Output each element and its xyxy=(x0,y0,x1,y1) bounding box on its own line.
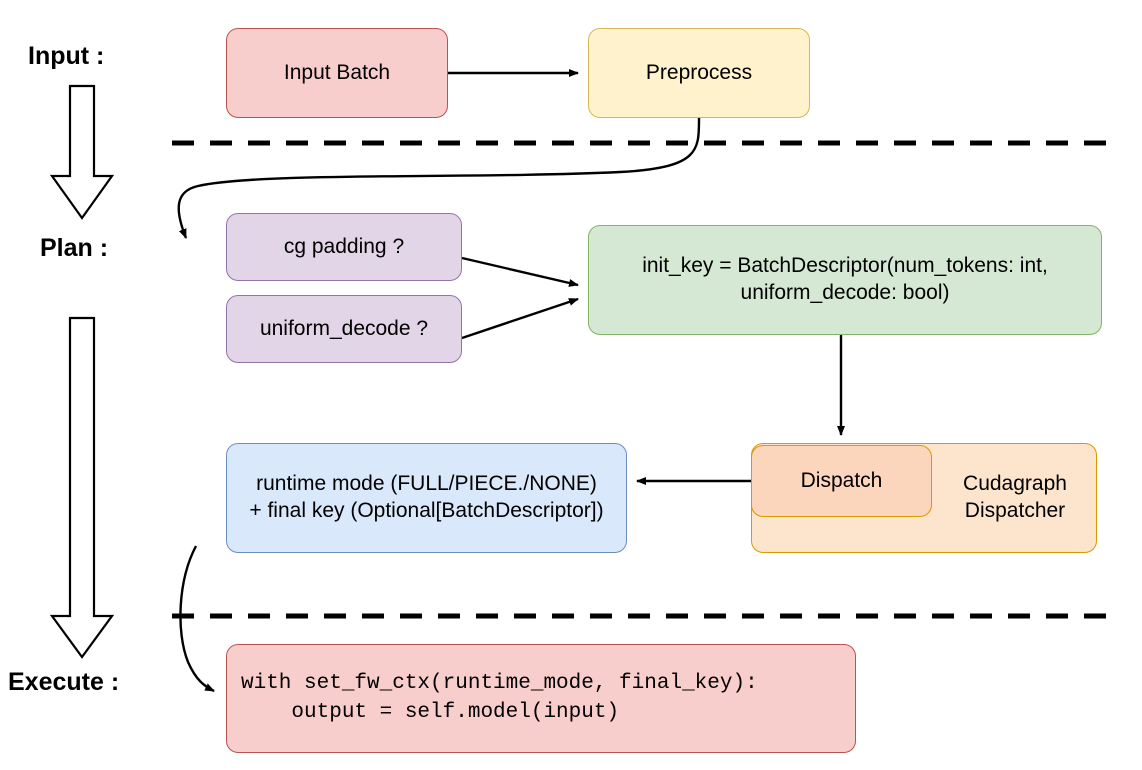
node-uniform-decode-label: uniform_decode ? xyxy=(259,316,429,340)
arrow-runtime-mode-to-execute-code xyxy=(179,545,215,693)
node-uniform-decode[interactable]: uniform_decode ? xyxy=(226,295,462,363)
node-execute-code-line-1: with set_fw_ctx(runtime_mode, final_key)… xyxy=(241,671,758,695)
arrow-cg-padding-to-init-key xyxy=(461,256,579,287)
node-input-batch-label: Input Batch xyxy=(283,60,391,84)
node-preprocess-label: Preprocess xyxy=(645,60,753,84)
stage-label-input: Input : xyxy=(28,42,105,70)
stage-label-plan: Plan : xyxy=(40,234,109,262)
node-runtime-mode-line-2: + final key (Optional[BatchDescriptor]) xyxy=(249,499,604,522)
node-execute-code[interactable]: with set_fw_ctx(runtime_mode, final_key)… xyxy=(226,644,856,753)
arrow-uniform-decode-to-init-key xyxy=(461,297,579,340)
node-dispatch[interactable]: Dispatch xyxy=(751,445,932,517)
node-init-key[interactable]: init_key = BatchDescriptor(num_tokens: i… xyxy=(588,225,1102,335)
stage-arrow-input-to-plan[interactable] xyxy=(49,84,115,220)
node-cudagraph-dispatcher-line-1: Cudagraph xyxy=(963,472,1067,496)
node-cudagraph-dispatcher-line-2: Dispatcher xyxy=(964,499,1066,522)
node-init-key-line-1: init_key = BatchDescriptor(num_tokens: i… xyxy=(642,254,1048,278)
stage-arrow-plan-to-execute[interactable] xyxy=(49,316,115,659)
node-cg-padding-label: cg padding ? xyxy=(283,234,405,258)
node-execute-code-line-2: output = self.model(input) xyxy=(241,700,620,724)
node-preprocess[interactable]: Preprocess xyxy=(588,28,810,118)
node-runtime-mode[interactable]: runtime mode (FULL/PIECE./NONE) + final … xyxy=(226,443,627,553)
node-cg-padding[interactable]: cg padding ? xyxy=(226,213,462,281)
node-runtime-mode-line-1: runtime mode (FULL/PIECE./NONE) xyxy=(256,472,597,496)
node-dispatch-label: Dispatch xyxy=(800,468,883,492)
stage-label-execute: Execute : xyxy=(8,668,120,696)
node-init-key-line-2: uniform_decode: bool) xyxy=(740,281,950,304)
node-input-batch[interactable]: Input Batch xyxy=(226,28,448,118)
